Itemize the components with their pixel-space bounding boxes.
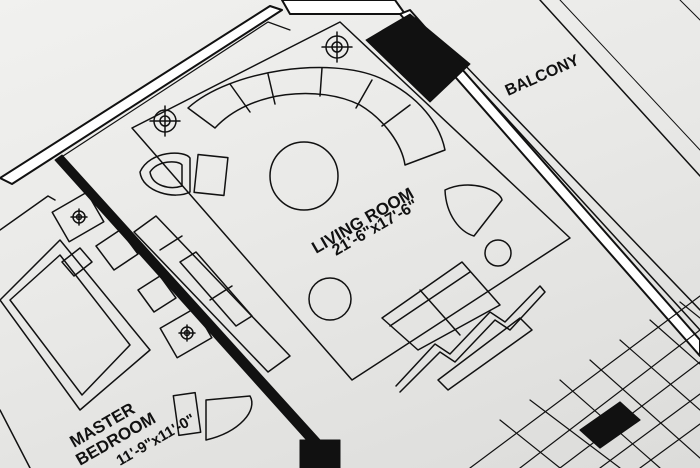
light-fixtures [51, 31, 353, 359]
side-ottoman [193, 153, 229, 197]
room-labels: LIVING ROOM 21'-6"x17'-6" BALCONY MASTER… [67, 52, 583, 468]
door-swing [205, 395, 253, 441]
bedroom-furniture [0, 215, 291, 441]
kitchen-grid [469, 295, 700, 468]
nightstand [137, 275, 177, 313]
balcony-name: BALCONY [503, 52, 582, 100]
zigzag-screen [395, 285, 546, 393]
media-console [437, 317, 533, 391]
side-table-right [484, 239, 512, 267]
side-table-left [308, 277, 352, 321]
nightstand [95, 229, 139, 271]
top-wall [0, 5, 283, 185]
top-wall-right [281, 0, 406, 15]
lounge-chair-left [139, 152, 191, 196]
light-fixture-icon [149, 105, 181, 137]
lower-sofa [381, 261, 501, 351]
living-room-furniture [131, 21, 571, 393]
light-fixture-icon [51, 191, 105, 243]
partition-wall-lower [299, 439, 341, 468]
wall-cabinet [133, 215, 291, 373]
curved-sofa [187, 66, 446, 166]
light-fixture-icon [321, 31, 353, 63]
bed [0, 239, 151, 411]
round-coffee-table [269, 141, 339, 211]
light-fixture-icon [159, 307, 213, 359]
lounge-chair-right [444, 184, 503, 237]
column-block [365, 13, 471, 103]
pillow [61, 247, 93, 277]
area-rug [131, 21, 571, 381]
balcony-wall [399, 9, 700, 357]
